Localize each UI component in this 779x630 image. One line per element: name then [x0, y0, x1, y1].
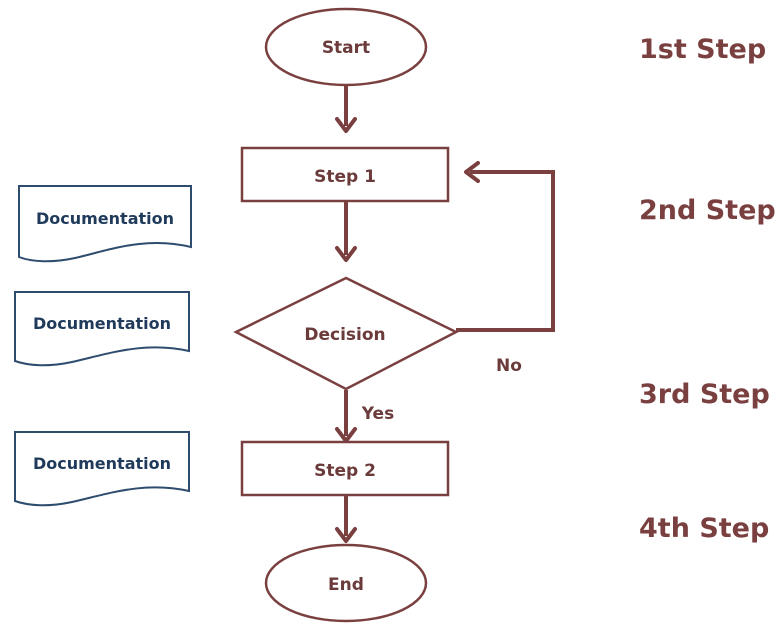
documentation-node-2[interactable]: Documentation	[14, 291, 190, 367]
start-node[interactable]: Start	[264, 7, 428, 87]
decision-yes-label: Yes	[361, 404, 394, 424]
connector-decision-no-loop	[456, 161, 555, 332]
documentation-shape	[14, 431, 190, 507]
decision-label: Decision	[304, 325, 385, 345]
documentation-label: Documentation	[33, 454, 171, 473]
step2-box-shape	[240, 440, 450, 497]
step2-label: Step 2	[314, 461, 376, 481]
connector-step1-to-decision	[335, 202, 357, 262]
documentation-node-3[interactable]: Documentation	[14, 431, 190, 507]
documentation-label: Documentation	[33, 314, 171, 333]
step-label-4th: 4th Step	[639, 513, 769, 544]
documentation-node-1[interactable]: Documentation	[18, 185, 192, 263]
end-node[interactable]: End	[264, 543, 428, 623]
end-label: End	[328, 575, 364, 595]
step1-node[interactable]: Step 1	[240, 146, 450, 203]
end-oval-shape	[264, 543, 428, 623]
documentation-shape	[18, 185, 192, 263]
connector-step2-to-end	[335, 496, 357, 543]
connector-decision-yes-to-step2	[335, 390, 357, 443]
step-label-2nd: 2nd Step	[639, 195, 776, 226]
documentation-label: Documentation	[36, 209, 174, 228]
step-label-1st: 1st Step	[639, 34, 766, 65]
step-label-3rd: 3rd Step	[639, 379, 770, 410]
decision-node[interactable]: Decision	[233, 276, 459, 391]
decision-no-label: No	[496, 356, 522, 376]
decision-diamond-shape	[233, 276, 459, 391]
connector-start-to-step1	[335, 86, 357, 133]
start-label: Start	[322, 38, 370, 58]
step2-node[interactable]: Step 2	[240, 440, 450, 497]
step1-box-shape	[240, 146, 450, 203]
step1-label: Step 1	[314, 167, 376, 187]
start-oval-shape	[264, 7, 428, 87]
documentation-shape	[14, 291, 190, 367]
